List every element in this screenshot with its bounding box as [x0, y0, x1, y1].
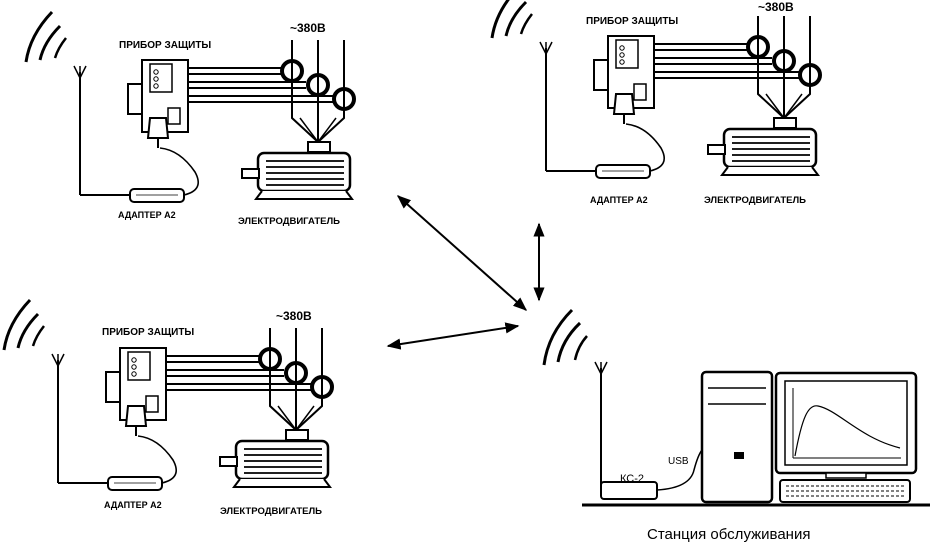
usb-label: USB — [668, 456, 689, 467]
pc-tower-icon — [700, 370, 774, 504]
adapter-label: АДАПТЕР А2 — [104, 500, 162, 510]
link-arrow-node1 — [396, 195, 528, 311]
screen-curve — [794, 405, 901, 457]
radio-links — [386, 195, 545, 350]
keyboard-icon — [779, 479, 911, 503]
device-label: ПРИБОР ЗАЩИТЫ — [119, 40, 211, 51]
device-label: ПРИБОР ЗАЩИТЫ — [102, 327, 194, 338]
station-caption: Станция обслуживания — [647, 526, 810, 543]
modem-label: КС-2 — [620, 473, 644, 485]
voltage-label: ~380В — [758, 0, 794, 14]
usb-cable — [656, 449, 703, 491]
device-label: ПРИБОР ЗАЩИТЫ — [586, 16, 678, 27]
station-antenna-icon — [594, 361, 608, 490]
service-station: КС-2 USB — [542, 308, 930, 543]
monitor-icon — [774, 371, 918, 479]
voltage-label: ~380В — [290, 21, 326, 35]
adapter-label: АДАПТЕР А2 — [590, 195, 648, 205]
motor-label: ЭЛЕКТРОДВИГАТЕЛЬ — [238, 216, 340, 227]
monitoring-node-1: ПРИБОР ЗАЩИТЫ ~380В АДАПТЕР А2 ЭЛЕКТРОДВ… — [24, 10, 356, 227]
monitoring-node-2: ПРИБОР ЗАЩИТЫ ~380В АДАПТЕР А2 ЭЛЕКТРОДВ… — [490, 0, 822, 206]
motor-label: ЭЛЕКТРОДВИГАТЕЛЬ — [704, 195, 806, 206]
link-arrow-node3 — [386, 322, 520, 350]
modem-ks2 — [600, 481, 658, 500]
adapter-label: АДАПТЕР А2 — [118, 210, 176, 220]
motor-label: ЭЛЕКТРОДВИГАТЕЛЬ — [220, 506, 322, 517]
monitoring-node-3: ПРИБОР ЗАЩИТЫ ~380В АДАПТЕР А2 ЭЛЕКТРОДВ… — [2, 298, 334, 517]
voltage-label: ~380В — [276, 309, 312, 323]
station-radio-waves-icon — [542, 308, 588, 366]
